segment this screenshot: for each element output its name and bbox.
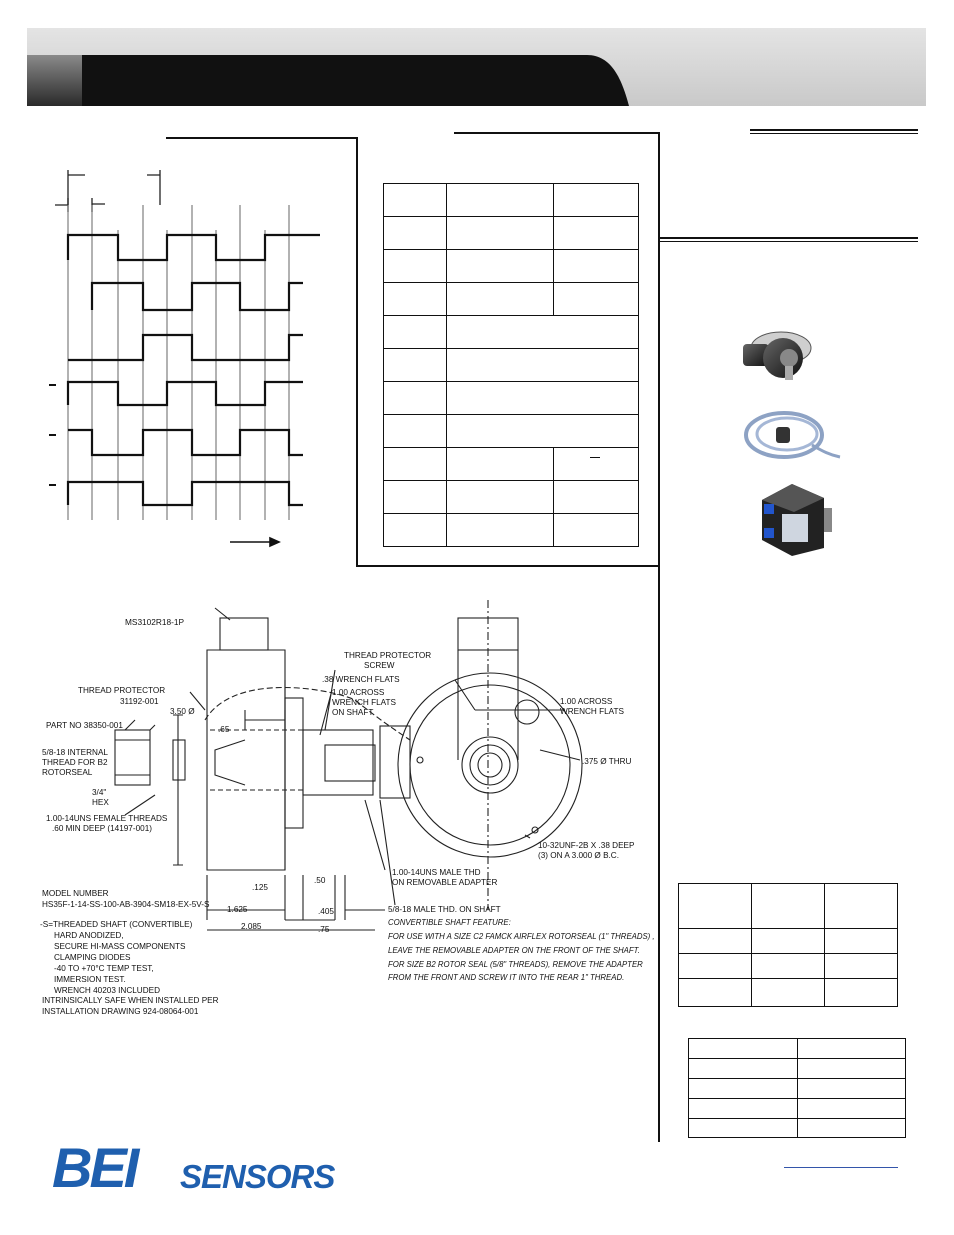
encoder-product-image — [743, 331, 812, 380]
drawing-label-option-7: WRENCH 40203 INCLUDED — [54, 986, 161, 995]
bei-logo: BEI — [52, 1136, 139, 1199]
drawing-label-option-1: -S=THREADED SHAFT (CONVERTIBLE) — [40, 920, 193, 929]
drawing-label-internal-thread-3: ROTORSEAL — [42, 768, 93, 777]
drawing-label-convertible-2: FOR USE WITH A SIZE C2 FAMCK AIRFLEX ROT… — [388, 932, 655, 941]
drawing-label-male-shaft: 5/8-18 MALE THD. ON SHAFT — [388, 905, 501, 914]
drawing-label-dim-75: .75 — [318, 925, 330, 934]
drawing-label-convertible-3: LEAVE THE REMOVABLE ADAPTER ON THE FRONT… — [388, 946, 640, 955]
drawing-label-option-3: SECURE HI-MASS COMPONENTS — [54, 942, 186, 951]
website-link-underline[interactable] — [784, 1167, 898, 1168]
signal-conditioner-product-image — [762, 484, 832, 556]
drawing-label-connector: MS3102R18-1P — [125, 617, 185, 627]
drawing-label-thread-protector-pn: 31192-001 — [120, 697, 159, 706]
section-rule-drawing — [357, 565, 658, 567]
drawing-label-option-5: -40 TO +70°C TEMP TEST, — [54, 964, 154, 973]
drawing-label-dim-125: .125 — [252, 883, 268, 892]
drawing-label-dim-1625: 1.625 — [227, 905, 248, 914]
section-rule-right-top — [750, 129, 918, 131]
drawing-label-option-4: CLAMPING DIODES — [54, 953, 131, 962]
drawing-label-tp-screw-2: SCREW — [364, 661, 395, 670]
drawing-label-female-threads-1: 1.00-14UNS FEMALE THREADS — [46, 814, 168, 823]
drawing-label-hex-2: HEX — [92, 798, 109, 807]
section-rule-specs — [454, 132, 660, 134]
mechanical-drawing — [114, 600, 583, 931]
drawing-label-dim-2085: 2.085 — [241, 922, 262, 931]
drawing-label-across-1: 1.00 ACROSS — [332, 688, 385, 697]
drawing-label-model-title: MODEL NUMBER — [42, 889, 109, 898]
column-divider-left — [356, 137, 358, 567]
drawing-label-convertible-1: CONVERTIBLE SHAFT FEATURE: — [388, 918, 511, 927]
drawing-label-wrench-38: .38 WRENCH FLATS — [322, 675, 400, 684]
drawing-label-male-thd-2: ON REMOVABLE ADAPTER — [392, 878, 498, 887]
drawing-label-convertible-4: FOR SIZE B2 ROTOR SEAL (5/8" THREADS), R… — [388, 960, 643, 969]
section-rule-accessories-thin — [660, 241, 918, 242]
drawing-label-dim-65: .65 — [218, 725, 230, 734]
sensors-logo: SENSORS — [180, 1158, 335, 1195]
drawing-label-dim-405: .405 — [318, 907, 334, 916]
drawing-label-across-2: WRENCH FLATS — [332, 698, 396, 707]
drawing-label-thru: .375 Ø THRU — [582, 757, 632, 766]
drawing-label-part-no: PART NO 38350-001 — [46, 721, 123, 730]
drawing-label-across-right-1: 1.00 ACROSS — [560, 697, 613, 706]
spec-table — [383, 183, 639, 547]
drawing-label-across-3: ON SHAFT — [332, 708, 374, 717]
section-rule-accessories — [660, 237, 918, 239]
drawing-label-across-right-2: WRENCH FLATS — [560, 707, 624, 716]
cable-product-image — [744, 411, 841, 459]
section-rule-waveform — [166, 137, 358, 139]
drawing-label-internal-thread-1: 5/8-18 INTERNAL — [42, 748, 108, 757]
drawing-label-option-2: HARD ANODIZED, — [54, 931, 124, 940]
drawing-label-safe-1: INTRINSICALLY SAFE WHEN INSTALLED PER — [42, 996, 219, 1005]
drawing-label-dim-350: 3.50 Ø — [170, 707, 195, 716]
header-tab — [27, 55, 82, 106]
drawing-label-hex-1: 3/4" — [92, 788, 107, 797]
drawing-label-unf-2: (3) ON A 3.000 Ø B.C. — [538, 851, 619, 860]
drawing-label-unf-1: 10-32UNF-2B X .38 DEEP — [538, 841, 635, 850]
drawing-label-safe-2: INSTALLATION DRAWING 924-08064-001 — [42, 1007, 199, 1016]
drawing-label-tp-screw-1: THREAD PROTECTOR — [344, 651, 432, 660]
drawing-label-dim-50: .50 — [314, 876, 326, 885]
accessory-table — [688, 1038, 906, 1138]
drawing-label-female-threads-2: .60 MIN DEEP (14197-001) — [52, 824, 152, 833]
drawing-label-thread-protector: THREAD PROTECTOR — [78, 686, 166, 695]
overline-mark — [590, 457, 600, 458]
header-banner-dark — [27, 55, 629, 106]
drawing-label-model-number: HS35F-1-14-SS-100-AB-3904-SM18-EX-5V-S — [42, 900, 210, 909]
waveform-diagram — [49, 170, 320, 548]
drawing-label-male-thd-1: 1.00-14UNS MALE THD — [392, 868, 481, 877]
column-divider-right — [658, 132, 660, 1142]
drawing-label-convertible-5: FROM THE FRONT AND SCREW IT INTO THE REA… — [388, 973, 625, 982]
section-rule-right-top-thin — [750, 133, 918, 134]
drawing-label-internal-thread-2: THREAD FOR B2 — [42, 758, 108, 767]
drawing-label-option-6: IMMERSION TEST. — [54, 975, 126, 984]
order-table — [678, 883, 898, 1007]
